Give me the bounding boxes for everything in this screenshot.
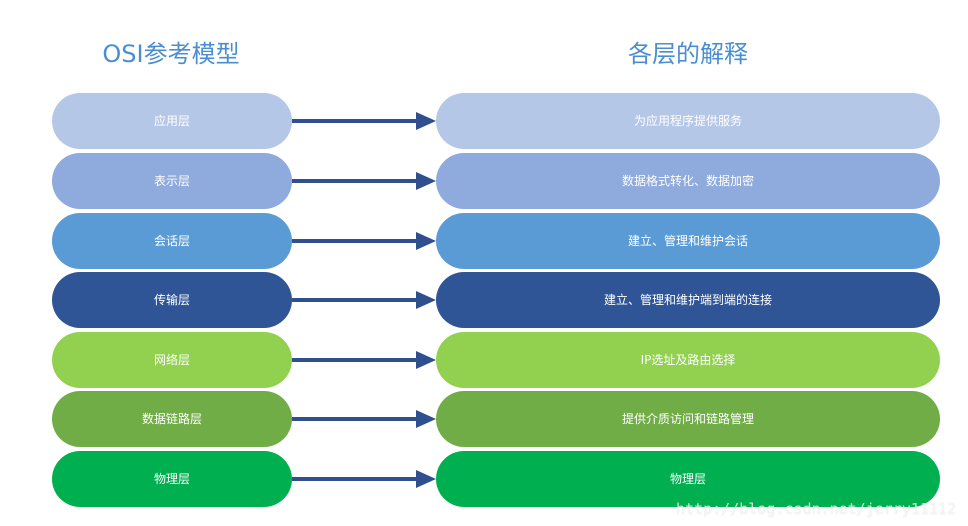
osi-row-physical: 物理层 物理层	[0, 451, 968, 507]
layer-pill: 物理层	[52, 451, 292, 507]
description-pill: 物理层	[436, 451, 940, 507]
layer-pill: 网络层	[52, 332, 292, 388]
osi-row-data-link: 数据链路层 提供介质访问和链路管理	[0, 391, 968, 447]
description-pill: 为应用程序提供服务	[436, 93, 940, 149]
description-pill: 建立、管理和维护端到端的连接	[436, 272, 940, 328]
arrow-icon	[292, 291, 436, 309]
arrow-icon	[292, 410, 436, 428]
arrow-icon	[292, 470, 436, 488]
header-layer-explanation: 各层的解释	[628, 40, 748, 68]
layer-pill: 表示层	[52, 153, 292, 209]
layer-pill: 应用层	[52, 93, 292, 149]
layer-pill: 数据链路层	[52, 391, 292, 447]
arrow-icon	[292, 172, 436, 190]
description-pill: 数据格式转化、数据加密	[436, 153, 940, 209]
arrow-icon	[292, 232, 436, 250]
osi-row-application: 应用层 为应用程序提供服务	[0, 93, 968, 149]
header-osi-model: OSI参考模型	[102, 40, 240, 68]
description-pill: IP选址及路由选择	[436, 332, 940, 388]
arrow-icon	[292, 112, 436, 130]
description-pill: 建立、管理和维护会话	[436, 213, 940, 269]
osi-row-network: 网络层 IP选址及路由选择	[0, 332, 968, 388]
layer-pill: 传输层	[52, 272, 292, 328]
description-pill: 提供介质访问和链路管理	[436, 391, 940, 447]
watermark-text: http://blog.csdn.net/jerry11112	[676, 500, 956, 518]
osi-row-session: 会话层 建立、管理和维护会话	[0, 213, 968, 269]
layer-pill: 会话层	[52, 213, 292, 269]
osi-row-transport: 传输层 建立、管理和维护端到端的连接	[0, 272, 968, 328]
arrow-icon	[292, 351, 436, 369]
osi-row-presentation: 表示层 数据格式转化、数据加密	[0, 153, 968, 209]
